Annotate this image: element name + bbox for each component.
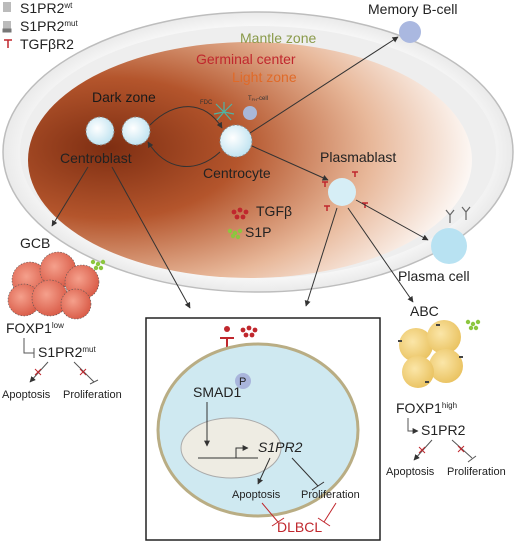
arrow-pb-to-center — [304, 207, 338, 307]
gcb-foxp1-inhibit — [23, 338, 35, 358]
arrow-pb-to-plasma — [355, 199, 429, 241]
light-zone-label: Light zone — [232, 69, 297, 85]
plasma-cell — [431, 228, 467, 264]
apoptosis-inhibits-dlbcl — [261, 502, 285, 527]
gene-promoter — [198, 448, 258, 459]
mantle-zone-label: Mantle zone — [240, 30, 316, 46]
plasma-cell-label: Plasma cell — [398, 268, 470, 284]
memory-b-cell — [399, 21, 421, 43]
gcb-s1pr2-label: S1PR2mut — [38, 344, 96, 360]
arrow-to-gcb — [51, 166, 89, 227]
s1pr2-mut-icon — [2, 21, 12, 33]
arrow-pb-to-abc — [347, 207, 414, 303]
antibody-icon — [445, 206, 471, 223]
phospho-label: P — [239, 376, 246, 388]
s1p-label: S1P — [245, 224, 271, 240]
legend-s1pr2-mut: S1PR2mut — [20, 18, 78, 34]
germinal-center — [28, 42, 472, 278]
tgfb-icon — [231, 207, 249, 220]
abc-foxp1-to-s1pr2 — [407, 418, 419, 434]
s1pr2-gene-label: S1PR2 — [258, 439, 303, 455]
s1p-icon — [227, 228, 243, 240]
gene-to-proliferation-inhibit — [291, 457, 325, 491]
fdc-cell — [213, 102, 235, 121]
legend: S1PR2wt S1PR2mut TGFβR2 — [2, 0, 78, 52]
gene-to-apoptosis-arrow — [257, 457, 271, 485]
dlbcl-label: DLBCL — [277, 519, 322, 535]
dark-zone-label: Dark zone — [92, 89, 156, 105]
cycle-arrow-bottom — [147, 141, 221, 167]
phospho-badge — [235, 373, 251, 389]
plasmablast-label: Plasmablast — [320, 149, 396, 165]
gcb-cell-cluster — [7, 251, 100, 320]
abc-proliferation: Proliferation — [447, 466, 506, 478]
gcb-proliferation: Proliferation — [63, 389, 122, 401]
tfh-cell — [243, 106, 257, 120]
tgfbr2-icon — [4, 39, 12, 48]
abc-block-marks — [418, 445, 465, 454]
center-apoptosis: Apoptosis — [232, 489, 281, 501]
gcb-block-marks — [34, 368, 87, 376]
plasmablast-cell — [328, 178, 356, 206]
gcb-blocked-arrows — [29, 361, 99, 385]
centroblast-cells — [85, 116, 151, 146]
s1pr2-wt-icon — [3, 2, 11, 12]
arrow-to-memory — [249, 36, 399, 134]
centrocyte-cell — [219, 124, 253, 158]
center-proliferation: Proliferation — [301, 489, 360, 501]
legend-tgfbr2: TGFβR2 — [20, 36, 74, 52]
gcb-foxp1-label: FOXP1low — [6, 320, 64, 336]
proliferation-to-dlbcl-inhibit — [317, 502, 337, 527]
abc-cell-cluster — [399, 320, 463, 388]
germinal-center-label: Germinal center — [196, 51, 296, 67]
abc-s1p-icon — [465, 319, 481, 331]
tgfb-receptor-binding — [220, 326, 234, 354]
gcb-label: GCB — [20, 235, 50, 251]
centrocyte-label: Centrocyte — [203, 165, 271, 181]
nucleus — [180, 417, 282, 479]
abc-foxp1-label: FOXP1high — [396, 400, 457, 416]
legend-s1pr2-wt: S1PR2wt — [20, 0, 73, 16]
abc-apoptosis: Apoptosis — [386, 466, 435, 478]
centroblast-label: Centroblast — [60, 150, 132, 166]
gcb-apoptosis: Apoptosis — [2, 389, 51, 401]
arrow-to-center-from-cb — [111, 166, 191, 309]
fdc-label: FDC — [200, 100, 213, 106]
center-tgfb-icon — [240, 325, 258, 338]
abc-receptor-marks — [398, 324, 463, 383]
abc-blocked-arrows — [413, 439, 477, 463]
abc-label: ABC — [410, 303, 439, 319]
gcb-s1p-icon — [90, 259, 106, 271]
arrow-to-plasmablast — [251, 145, 329, 181]
cycle-arrow-top — [149, 106, 223, 129]
memory-b-cell-label: Memory B-cell — [368, 1, 457, 17]
smad1-label: SMAD1 — [193, 384, 241, 400]
abc-s1pr2-label: S1PR2 — [421, 422, 466, 438]
tgfb-label: TGFβ — [256, 203, 292, 219]
tfh-label: TFH-cell — [248, 96, 268, 102]
